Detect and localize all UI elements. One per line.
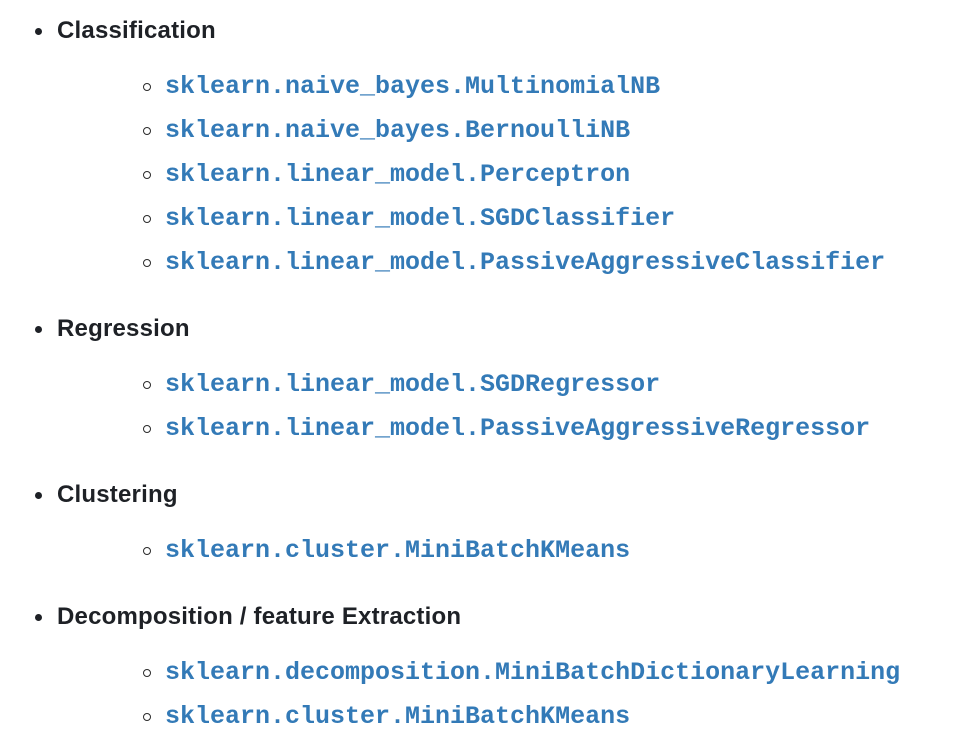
api-doc-link[interactable]: sklearn.linear_model.PassiveAggressiveCl… [165,248,886,277]
api-doc-link[interactable]: sklearn.cluster.MiniBatchKMeans [165,536,631,565]
disc-bullet-icon [35,27,42,35]
api-doc-link[interactable]: sklearn.decomposition.MiniBatchDictionar… [165,658,901,687]
api-doc-link[interactable]: sklearn.linear_model.Perceptron [165,160,631,189]
section-link-list: sklearn.decomposition.MiniBatchDictionar… [0,658,974,732]
section-link-list: sklearn.linear_model.SGDRegressor sklear… [0,370,974,444]
list-section: Clustering sklearn.cluster.MiniBatchKMea… [0,480,974,566]
section-title: Classification [57,17,216,44]
circle-bullet-icon [143,713,151,721]
section-title: Decomposition / feature Extraction [57,603,462,630]
disc-bullet-icon [35,491,42,499]
section-header: Regression [0,314,974,344]
section-title: Clustering [57,481,178,508]
disc-bullet-icon [35,613,42,621]
circle-bullet-icon [143,381,151,389]
list-item: sklearn.linear_model.Perceptron [0,160,974,190]
list-section: Regression sklearn.linear_model.SGDRegre… [0,314,974,444]
api-doc-link[interactable]: sklearn.cluster.MiniBatchKMeans [165,702,631,731]
circle-bullet-icon [143,547,151,555]
api-doc-link[interactable]: sklearn.linear_model.SGDClassifier [165,204,676,233]
list-section: Decomposition / feature Extraction sklea… [0,602,974,732]
list-item: sklearn.linear_model.PassiveAggressiveCl… [0,248,974,278]
section-link-list: sklearn.cluster.MiniBatchKMeans [0,536,974,566]
list-item: sklearn.linear_model.SGDClassifier [0,204,974,234]
section-title: Regression [57,315,190,342]
section-header: Classification [0,16,974,46]
circle-bullet-icon [143,425,151,433]
disc-bullet-icon [35,325,42,333]
list-item: sklearn.decomposition.MiniBatchDictionar… [0,658,974,688]
api-doc-link[interactable]: sklearn.naive_bayes.MultinomialNB [165,72,661,101]
circle-bullet-icon [143,83,151,91]
api-doc-link[interactable]: sklearn.linear_model.SGDRegressor [165,370,661,399]
list-item: sklearn.naive_bayes.MultinomialNB [0,72,974,102]
section-header: Clustering [0,480,974,510]
circle-bullet-icon [143,259,151,267]
api-doc-link[interactable]: sklearn.linear_model.PassiveAggressiveRe… [165,414,871,443]
list-item: sklearn.naive_bayes.BernoulliNB [0,116,974,146]
list-item: sklearn.linear_model.SGDRegressor [0,370,974,400]
section-link-list: sklearn.naive_bayes.MultinomialNB sklear… [0,72,974,278]
list-section: Classification sklearn.naive_bayes.Multi… [0,16,974,278]
api-doc-link[interactable]: sklearn.naive_bayes.BernoulliNB [165,116,631,145]
circle-bullet-icon [143,215,151,223]
section-header: Decomposition / feature Extraction [0,602,974,632]
circle-bullet-icon [143,171,151,179]
circle-bullet-icon [143,127,151,135]
list-item: sklearn.cluster.MiniBatchKMeans [0,536,974,566]
circle-bullet-icon [143,669,151,677]
list-item: sklearn.cluster.MiniBatchKMeans [0,702,974,732]
list-item: sklearn.linear_model.PassiveAggressiveRe… [0,414,974,444]
